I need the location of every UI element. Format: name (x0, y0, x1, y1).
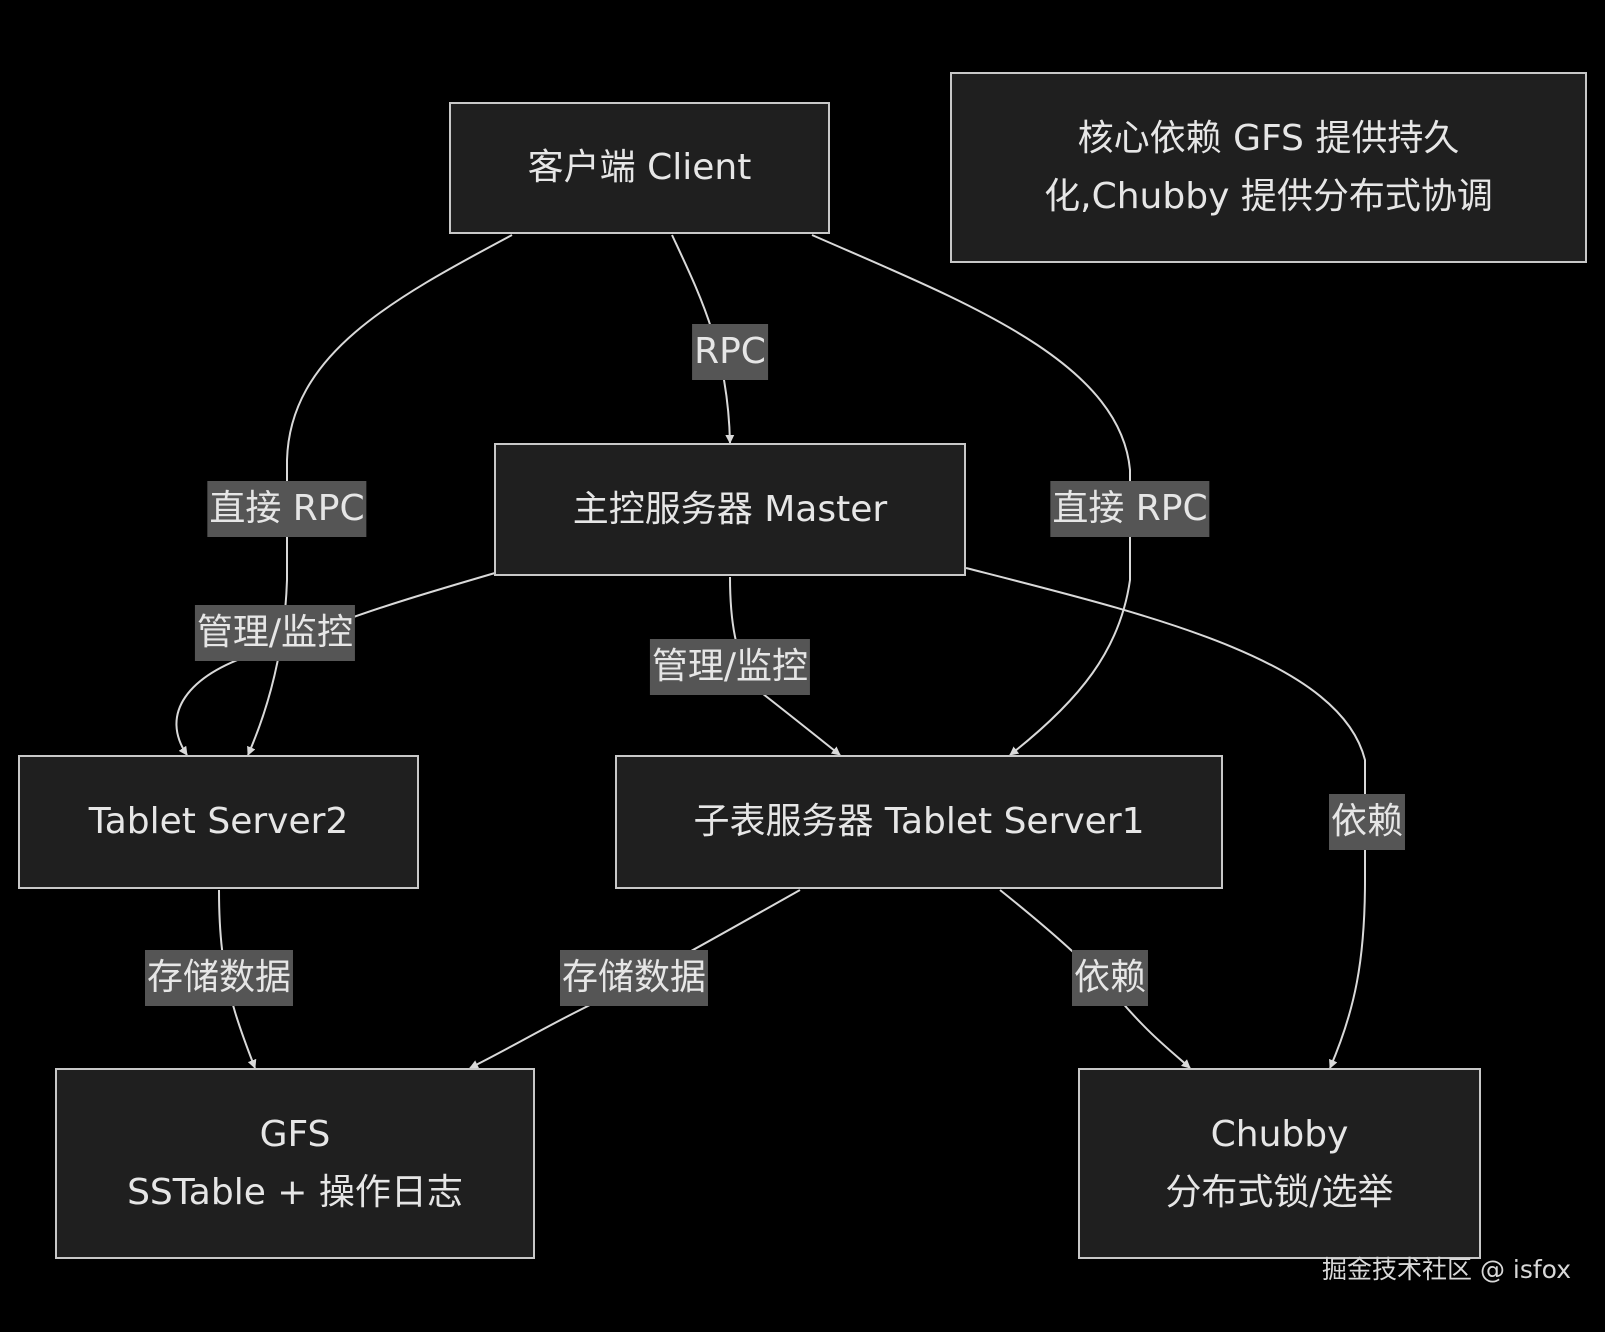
chubby-node: Chubby 分布式锁/选举 (1078, 1068, 1481, 1259)
edge-master-ts2 (175, 572, 496, 756)
edge-client-ts1 (811, 234, 1131, 756)
edge-label-ts1-chubby: 依赖 (1071, 950, 1149, 1006)
edge-master-chubby (965, 567, 1366, 1069)
gfs-node-subtitle: SSTable + 操作日志 (127, 1171, 463, 1213)
edge-label-ts1-gfs: 存储数据 (559, 950, 709, 1006)
edge-label-master-ts2: 管理/监控 (194, 605, 356, 661)
note-box: 核心依赖 GFS 提供持久化,Chubby 提供分布式协调 (950, 72, 1587, 263)
edge-label-client-ts1: 直接 RPC (1050, 481, 1210, 537)
tablet-server1-node: 子表服务器 Tablet Server1 (615, 755, 1223, 889)
gfs-node-title: GFS (259, 1113, 331, 1155)
edge-label-master-chubby: 依赖 (1328, 794, 1406, 850)
watermark: 掘金技术社区 @ isfox (1322, 1255, 1571, 1284)
client-node-label: 客户端 Client (527, 147, 752, 188)
tablet-server2-node-label: Tablet Server2 (88, 801, 349, 842)
master-node-label: 主控服务器 Master (572, 488, 888, 530)
edge-label-ts2-gfs: 存储数据 (144, 950, 294, 1006)
client-node: 客户端 Client (449, 102, 830, 234)
edge-label-client-ts2: 直接 RPC (207, 481, 367, 537)
edge-label-client-master: RPC (692, 324, 768, 380)
edge-client-ts2 (247, 234, 513, 756)
tablet-server2-node: Tablet Server2 (18, 755, 419, 889)
note-text: 核心依赖 GFS 提供持久化,Chubby 提供分布式协调 (1044, 117, 1493, 217)
edge-label-master-ts1: 管理/监控 (649, 639, 811, 695)
tablet-server1-node-label: 子表服务器 Tablet Server1 (693, 801, 1145, 842)
master-node: 主控服务器 Master (494, 443, 966, 576)
chubby-node-title: Chubby (1210, 1113, 1349, 1155)
chubby-node-subtitle: 分布式锁/选举 (1165, 1171, 1394, 1213)
gfs-node: GFS SSTable + 操作日志 (55, 1068, 535, 1259)
